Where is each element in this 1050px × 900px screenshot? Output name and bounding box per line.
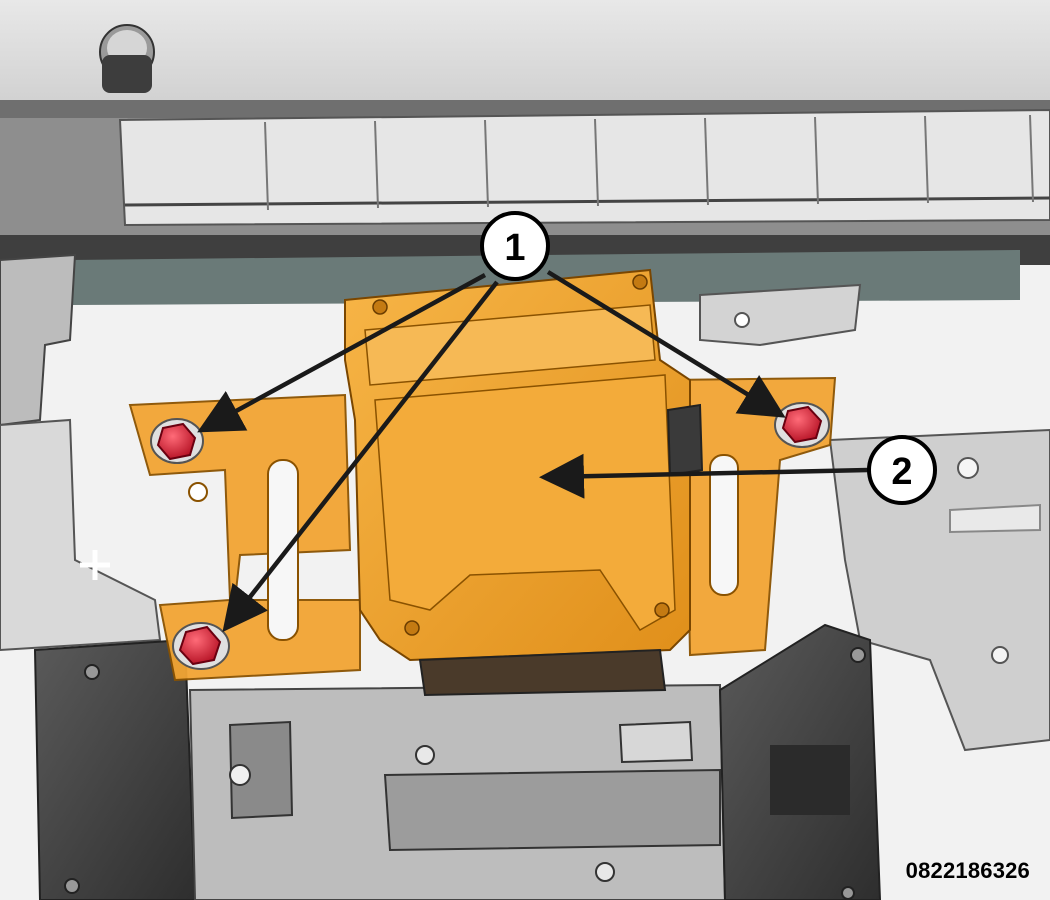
leader-1-to-lower-left-fastener <box>222 280 499 633</box>
figure-id: 0822186326 <box>905 858 1030 883</box>
lower-structure <box>33 623 882 900</box>
leader-1-to-right-fastener <box>546 270 786 418</box>
callout-2-label: 2 <box>891 451 912 493</box>
fastener-right <box>774 402 830 448</box>
callout-1: 1 <box>480 211 550 281</box>
leader-lines <box>197 270 869 633</box>
right-support-frame <box>699 283 1050 752</box>
mounting-bracket <box>128 376 837 682</box>
fastener-upper-left <box>150 418 204 464</box>
left-support-frame <box>0 253 162 652</box>
callout-2: 2 <box>867 435 937 505</box>
fastener-group <box>150 402 830 670</box>
leader-2-to-module <box>539 453 869 499</box>
callout-1-label: 1 <box>504 227 525 269</box>
fastener-lower-left <box>172 622 230 670</box>
leader-1-to-upper-left-fastener <box>197 273 487 433</box>
